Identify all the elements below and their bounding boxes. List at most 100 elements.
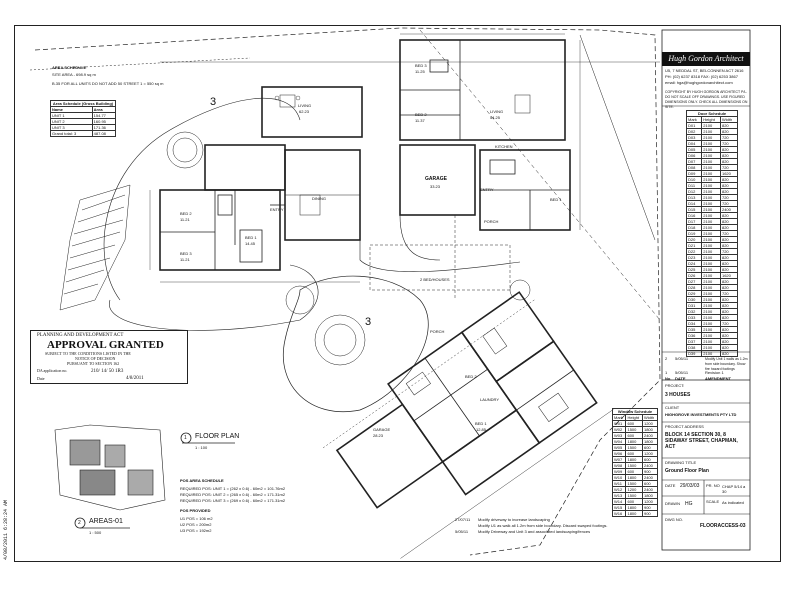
window-schedule-cell: 1800 (625, 510, 643, 517)
room-label: BED 1 (475, 421, 487, 426)
approval-date-label: Date (37, 376, 45, 381)
room-label: PORCH (430, 329, 445, 334)
revision-date: 5/05/11 (675, 356, 689, 361)
room-label: LIVING (490, 109, 504, 114)
revision-col-date: DATE (675, 376, 686, 381)
client-label: CLIENT (665, 405, 680, 410)
revision-number: 2 (665, 356, 668, 361)
door-schedule-cell: D39 (685, 350, 703, 357)
room-label: BED 2 (415, 112, 427, 117)
room-label: DINING (312, 196, 326, 201)
pos-provided: U3 POS = 192m2 (180, 528, 212, 533)
architect-email: email: hga@hughgordonarchitect.com (665, 80, 733, 85)
note-line: Modify Driveway and Unit 3 and associate… (478, 529, 591, 534)
drawn-by: HG (685, 501, 693, 507)
room-area: 11.21 (180, 217, 190, 222)
view-2-scale: 1 : 500 (89, 530, 102, 535)
area-schedule-heading: AREA SCHEDULE (52, 65, 87, 70)
pos-provided-title: POS PROVIDED (180, 508, 211, 513)
window-schedule-cell: W16 (611, 510, 627, 517)
landscape-area-lower (283, 275, 429, 412)
window-schedule-cell: 900 (641, 510, 659, 517)
architect-phone: PH: (02) 6237 8318 FAX: (02) 6253 3867 (665, 74, 738, 79)
room-area: 33.23 (430, 184, 441, 189)
client-name: HIGHGROVE INVESTMENTS PTY LTD (665, 412, 737, 417)
door-schedule-cell: 820 (719, 350, 739, 357)
drawing-title-label: DRAWING TITLE (665, 460, 697, 465)
copyright-note: COPYRIGHT BY HUGH GORDON ARCHITECT P/L. … (665, 90, 748, 109)
architect-logo: Hugh Gordon Architect (662, 52, 750, 66)
room-label: BED 2 (180, 211, 192, 216)
area-note: B.35 FOR ALL UNITS DO NOT ADD 50 STREET … (52, 81, 164, 86)
note-date: 5/05/11 (455, 529, 469, 534)
dwg-no-label: DWG NO. (665, 517, 683, 522)
pos-provided: U1 POS = 106 m2 (180, 516, 213, 521)
room-label: LIVING (298, 103, 312, 108)
room-area: 11.37 (415, 118, 425, 123)
project-address-label: PROJECT ADDRESS (665, 424, 704, 429)
revision-date: 5/05/11 (675, 370, 689, 375)
room-area: 54.25 (490, 115, 501, 120)
block-number-upper: 3 (210, 96, 217, 108)
pr-no: CHAP 5/14 a 30 (722, 484, 746, 494)
note-line: Modify U1 as walk all 1.2m from side bou… (478, 523, 608, 528)
site-area-inset (54, 424, 166, 511)
approval-line-3: PURSUANT TO SECTION 162 (67, 361, 120, 366)
approval-line-2: NOTICE OF DECISION (75, 356, 116, 361)
room-area: 11.25 (415, 69, 425, 74)
door-schedule-cell: 2100 (701, 350, 721, 357)
approval-header: PLANNING AND DEVELOPMENT ACT (37, 333, 124, 338)
area-table-caption: Area Schedule (Gross Building) (50, 100, 116, 107)
note-line: Modify driveway to increase landscaping (478, 517, 550, 522)
revision-number: 1 (665, 370, 668, 375)
approval-line-1: SUBJECT TO THE CONDITIONS LISTED IN THE (45, 351, 131, 356)
room-label: ENTRY (270, 207, 284, 212)
room-label: GARAGE (373, 427, 391, 432)
room-label: BED 1 (245, 235, 257, 240)
room-area: 28.23 (373, 433, 384, 438)
pr-no-label: PR. NO (706, 483, 720, 488)
note-date: 27/07/11 (455, 517, 471, 522)
room-area: 11.21 (180, 257, 190, 262)
scale-label: SCALE (706, 499, 720, 504)
unit-1-living (261, 86, 363, 138)
view-1-number: 1 (184, 435, 187, 441)
room-area: 12.85 (476, 427, 487, 432)
room-area: 14.45 (245, 241, 256, 246)
project-address: BLOCK 14 SECTION 30, 8 SIDAWAY STREET, C… (665, 432, 738, 450)
table-cell: Grand total: 3 (50, 130, 93, 137)
drawing-date: 29/03/03 (680, 483, 700, 489)
view-2-number: 2 (78, 520, 81, 526)
room-label: BED 1 (550, 197, 562, 202)
drawing-title: Ground Floor Plan (665, 468, 709, 474)
site-boundary (34, 27, 661, 556)
drawn-label: DRAWN (665, 501, 680, 506)
unit-3-block (159, 189, 281, 271)
date-label: DATE (665, 483, 676, 488)
pos-provided: U2 POS = 200m2 (180, 522, 212, 527)
unit-4-rotated-block (322, 291, 614, 559)
print-timestamp: 4/08/2011 6:28:24 AM (3, 499, 9, 560)
pos-line: REQUIRED POS: UNIT 1 = (262 x 0.6) - 60m… (180, 486, 286, 491)
approval-stamp: PLANNING AND DEVELOPMENT ACT APPROVAL GR… (30, 330, 188, 384)
view-1-title: FLOOR PLAN (195, 433, 240, 440)
architect-address: U5, 7 NEDDAL ST, BELCONNEN ACT 2616 (665, 68, 744, 73)
pos-line: REQUIRED POS: UNIT 3 = (269 x 0.6) - 60m… (180, 498, 286, 503)
